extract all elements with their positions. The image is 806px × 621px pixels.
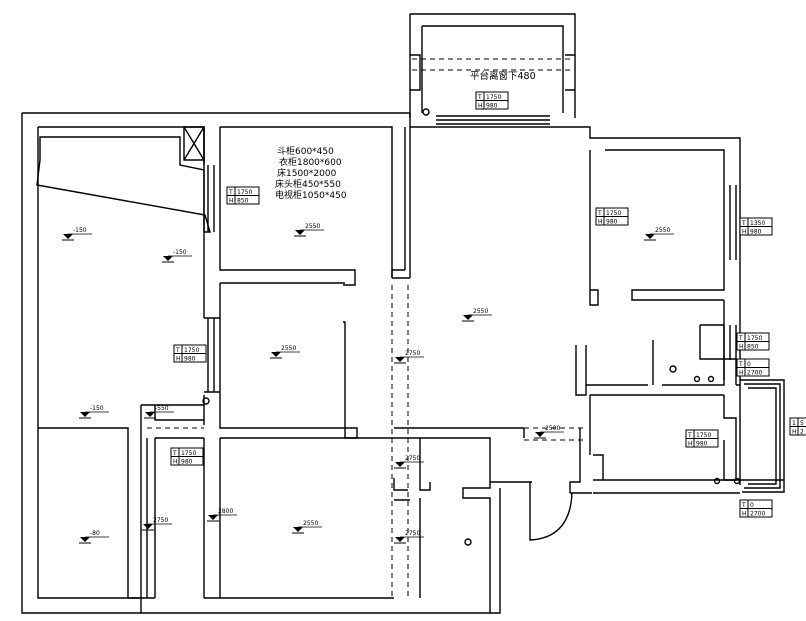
window-tag-h: 980: [486, 103, 498, 110]
furniture-note: 电视柜1050*450: [275, 189, 347, 201]
window-tag-t: 1750: [181, 450, 196, 457]
window-tag-h-label: H: [229, 198, 234, 205]
elevation-value: 2750: [405, 530, 420, 537]
furniture-note: 斗柜600*450: [277, 145, 334, 157]
elevation-value: -150: [173, 249, 187, 256]
window-tag-h: 2700: [750, 511, 765, 518]
window-tag-h-label: H: [739, 344, 744, 351]
window-tag-t-label: T: [228, 189, 233, 196]
elevation-mark: -150: [62, 227, 92, 241]
elevation-mark: 2550: [292, 520, 322, 534]
walls: [21, 13, 785, 614]
window-tag-t-label: T: [741, 220, 746, 227]
window-tag-t: 1750: [696, 432, 711, 439]
window-tag-t-label: T: [597, 210, 602, 217]
window-tag-h-label: H: [742, 229, 747, 236]
window-tag-t: 0: [747, 361, 751, 368]
window-tag-t-label: T: [172, 450, 177, 457]
window-tag-h: 980: [184, 356, 196, 363]
window-tag-h-label: H: [688, 441, 693, 448]
window-tag-h: 850: [237, 198, 249, 205]
elevation-value: -150: [73, 227, 87, 234]
elevation-value: -150: [90, 405, 104, 412]
elevation-value: 2750: [405, 350, 420, 357]
elevation-value: 2550: [473, 308, 488, 315]
window-tag-t: 5: [800, 420, 804, 427]
window-tag-t: 1750: [747, 335, 762, 342]
window-tag-h: 850: [747, 344, 759, 351]
window-tag-t: 1350: [750, 220, 765, 227]
window-tag-t: 1750: [606, 210, 621, 217]
window-tag-t-label: 1: [792, 420, 796, 427]
window-tag-t-label: T: [738, 361, 743, 368]
elevation-mark: 2800: [207, 508, 237, 522]
window-tag-h: 980: [181, 459, 193, 466]
window-tag-t: 1750: [184, 347, 199, 354]
elevation-mark: -150: [79, 405, 109, 419]
furniture-notes: 斗柜600*450 衣柜1800*600 床1500*2000 床头柜450*5…: [275, 145, 347, 201]
window-tag-t-label: T: [477, 94, 482, 101]
elevation-value: -550: [155, 405, 169, 412]
window-tag-h-label: H: [598, 219, 603, 226]
elevation-value: -80: [90, 530, 100, 537]
window-tag-t-label: T: [738, 335, 743, 342]
elevation-value: 2550: [303, 520, 318, 527]
elevation-mark: 2750: [394, 530, 424, 544]
furniture-note: 衣柜1800*600: [279, 156, 342, 168]
window-tag-h-label: H: [742, 511, 747, 518]
elevation-mark: 2550: [270, 345, 300, 359]
furniture-note: 床头柜450*550: [275, 178, 341, 190]
elevation-mark: -550: [144, 405, 174, 419]
window-tag-h-label: H: [792, 429, 797, 436]
elevation-mark: 2500: [534, 425, 564, 439]
window-tag-h: 2: [800, 429, 804, 436]
elevation-value: 2500: [545, 425, 560, 432]
elevation-value: 2550: [281, 345, 296, 352]
elevation-marks: -150 -150 -150 -550 -80 2550 2550 2550 2750 2550 2…: [62, 223, 674, 544]
window-tag-h-label: H: [173, 459, 178, 466]
window-tag-h: 980: [606, 219, 618, 226]
elevation-value: 2750: [405, 455, 420, 462]
window-tag-h: 980: [750, 229, 762, 236]
elevation-value: 2800: [218, 508, 233, 515]
window-tag-h: 2700: [747, 370, 762, 377]
elevation-value: 2550: [655, 227, 670, 234]
elevation-mark: -80: [79, 530, 109, 544]
elevation-value: 2750: [153, 517, 168, 524]
window-tag-t-label: T: [687, 432, 692, 439]
balcony-note: 平台离窗下480: [470, 70, 536, 82]
window-tag-h-label: H: [478, 103, 483, 110]
elevation-mark: 2750: [394, 350, 424, 364]
window-tag-h-label: H: [176, 356, 181, 363]
elevation-mark: 2750: [394, 455, 424, 469]
elevation-mark: 2550: [462, 308, 492, 322]
elevation-mark: 2550: [644, 227, 674, 241]
window-tag-t: 1750: [486, 94, 501, 101]
window-tag-h-label: H: [739, 370, 744, 377]
elevation-mark: 2750: [142, 517, 172, 531]
elevation-value: 2550: [305, 223, 320, 230]
window-tag-t-label: T: [175, 347, 180, 354]
elevation-mark: 2550: [294, 223, 324, 237]
window-tag-t: 1750: [237, 189, 252, 196]
window-tag-h: 980: [696, 441, 708, 448]
furniture-note: 床1500*2000: [277, 167, 337, 179]
window-tag-t: 0: [750, 502, 754, 509]
elevation-mark: -150: [162, 249, 192, 263]
window-tag-t-label: T: [741, 502, 746, 509]
